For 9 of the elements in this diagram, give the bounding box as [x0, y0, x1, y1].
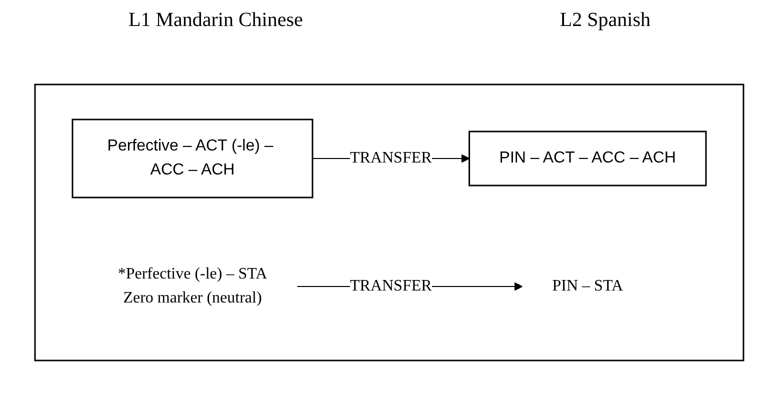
node-text: *Perfective (-le) – STA Zero marker (neutral) — [118, 266, 268, 306]
edge-label: TRANSFER — [350, 278, 432, 294]
node-text: PIN – STA — [552, 278, 624, 294]
node-box: Perfective – ACT (-le) – ACC – ACH — [72, 118, 314, 198]
column-heading: L1 Mandarin Chinese — [128, 8, 303, 32]
column-heading: L2 Spanish — [560, 8, 650, 32]
edge-label: TRANSFER — [350, 150, 432, 166]
node-box: PIN – ACT – ACC – ACH — [468, 130, 707, 186]
cluster — [34, 84, 744, 362]
